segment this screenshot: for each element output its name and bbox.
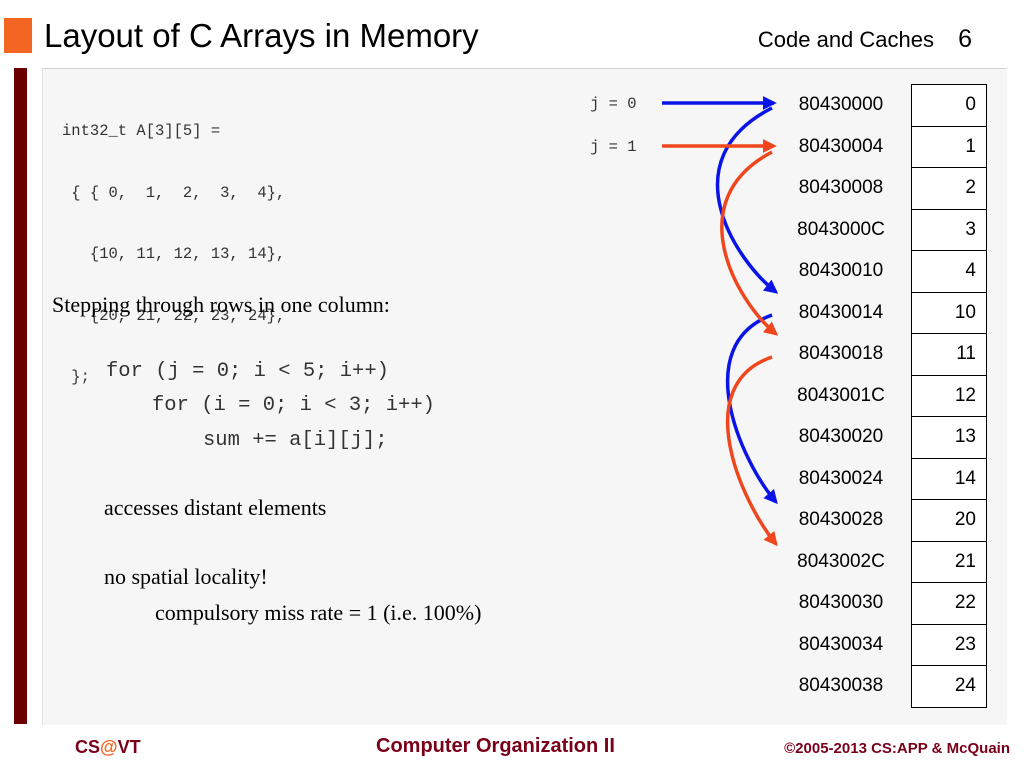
array-declaration: int32_t A[3][5] = { { 0, 1, 2, 3, 4}, {1…: [62, 80, 285, 408]
note-distant: accesses distant elements: [104, 495, 327, 520]
memory-value: 4: [911, 250, 987, 293]
memory-row: 80430018 11: [771, 333, 987, 376]
footer-vt: VT: [117, 737, 141, 757]
label-j0: j = 0: [590, 95, 637, 113]
memory-row: 80430028 20: [771, 499, 987, 542]
memory-value: 12: [911, 374, 987, 417]
content-panel: [42, 68, 1007, 725]
memory-address: 80430004: [798, 135, 884, 157]
memory-row: 80430020 13: [771, 416, 987, 459]
memory-row: 80430014 10: [771, 291, 987, 334]
code-line-inner-loop: for (i = 0; i < 3; i++): [152, 394, 435, 417]
left-accent-bar: [14, 68, 27, 724]
memory-address: 80430030: [798, 592, 884, 614]
footer-cs-vt: CS@VT: [75, 737, 141, 758]
memory-row: 8043001C 12: [771, 374, 987, 417]
accent-square: [4, 18, 32, 53]
note-missrate: compulsory miss rate = 1 (i.e. 100%): [155, 600, 482, 625]
memory-value: 20: [911, 499, 987, 542]
memory-row: 80430004 1: [771, 125, 987, 168]
declaration-line: {10, 11, 12, 13, 14},: [62, 245, 286, 263]
declaration-line: { { 0, 1, 2, 3, 4},: [62, 183, 286, 202]
memory-value: 23: [911, 623, 987, 666]
label-j1: j = 1: [590, 138, 637, 156]
declaration-line: int32_t A[3][5] =: [62, 122, 221, 140]
footer-at: @: [100, 737, 118, 757]
note-locality: no spatial locality!: [104, 564, 268, 589]
memory-value: 1: [911, 125, 987, 168]
memory-address: 80430034: [798, 633, 884, 655]
memory-address: 80430014: [798, 301, 884, 323]
memory-row: 8043000C 3: [771, 208, 987, 251]
memory-row: 80430010 4: [771, 250, 987, 293]
memory-address: 8043000C: [797, 218, 885, 240]
arrow-j1-to-row2: [725, 355, 778, 547]
code-line-outer-loop: for (j = 0; i < 5; i++): [106, 360, 389, 383]
memory-value: 13: [911, 416, 987, 459]
footer-course: Computer Organization II: [376, 735, 615, 757]
declaration-line: {20, 21, 22, 23, 24},: [62, 306, 286, 325]
memory-address: 80430028: [798, 509, 884, 531]
memory-value: 24: [911, 665, 987, 708]
memory-address: 80430000: [798, 94, 884, 116]
memory-address: 80430020: [798, 426, 884, 448]
memory-row: 80430008 2: [771, 167, 987, 210]
memory-address: 8043002C: [797, 550, 885, 572]
arrow-j0-to-row2: [725, 313, 778, 505]
memory-address: 8043001C: [797, 384, 885, 406]
memory-value: 2: [911, 167, 987, 210]
memory-value: 0: [911, 84, 987, 127]
memory-value: 22: [911, 582, 987, 625]
memory-row: 80430030 22: [771, 582, 987, 625]
arrow-j0-to-row1: [715, 106, 779, 294]
memory-address: 80430018: [798, 343, 884, 365]
memory-row: 8043002C 21: [771, 540, 987, 583]
memory-row: 80430000 0: [771, 84, 987, 127]
memory-address: 80430008: [798, 177, 884, 199]
arrow-j1-to-row1: [720, 150, 779, 336]
slide-number: 6: [958, 25, 972, 53]
intro-text: Stepping through rows in one column:: [52, 292, 390, 317]
memory-value: 14: [911, 457, 987, 500]
memory-row: 80430038 24: [771, 665, 987, 708]
code-line-sum: sum += a[i][j];: [203, 429, 388, 452]
memory-address: 80430038: [798, 675, 884, 697]
section-title: Code and Caches: [757, 27, 934, 52]
memory-value: 10: [911, 291, 987, 334]
memory-value: 11: [911, 333, 987, 376]
memory-row: 80430024 14: [771, 457, 987, 500]
memory-address: 80430010: [798, 260, 884, 282]
declaration-line: };: [62, 368, 90, 386]
memory-address: 80430024: [798, 467, 884, 489]
slide-title: Layout of C Arrays in Memory: [44, 17, 479, 54]
memory-value: 3: [911, 208, 987, 251]
footer-copyright: ©2005-2013 CS:APP & McQuain: [784, 740, 1010, 757]
footer-cs: CS: [75, 737, 101, 757]
memory-value: 21: [911, 540, 987, 583]
memory-row: 80430034 23: [771, 623, 987, 666]
